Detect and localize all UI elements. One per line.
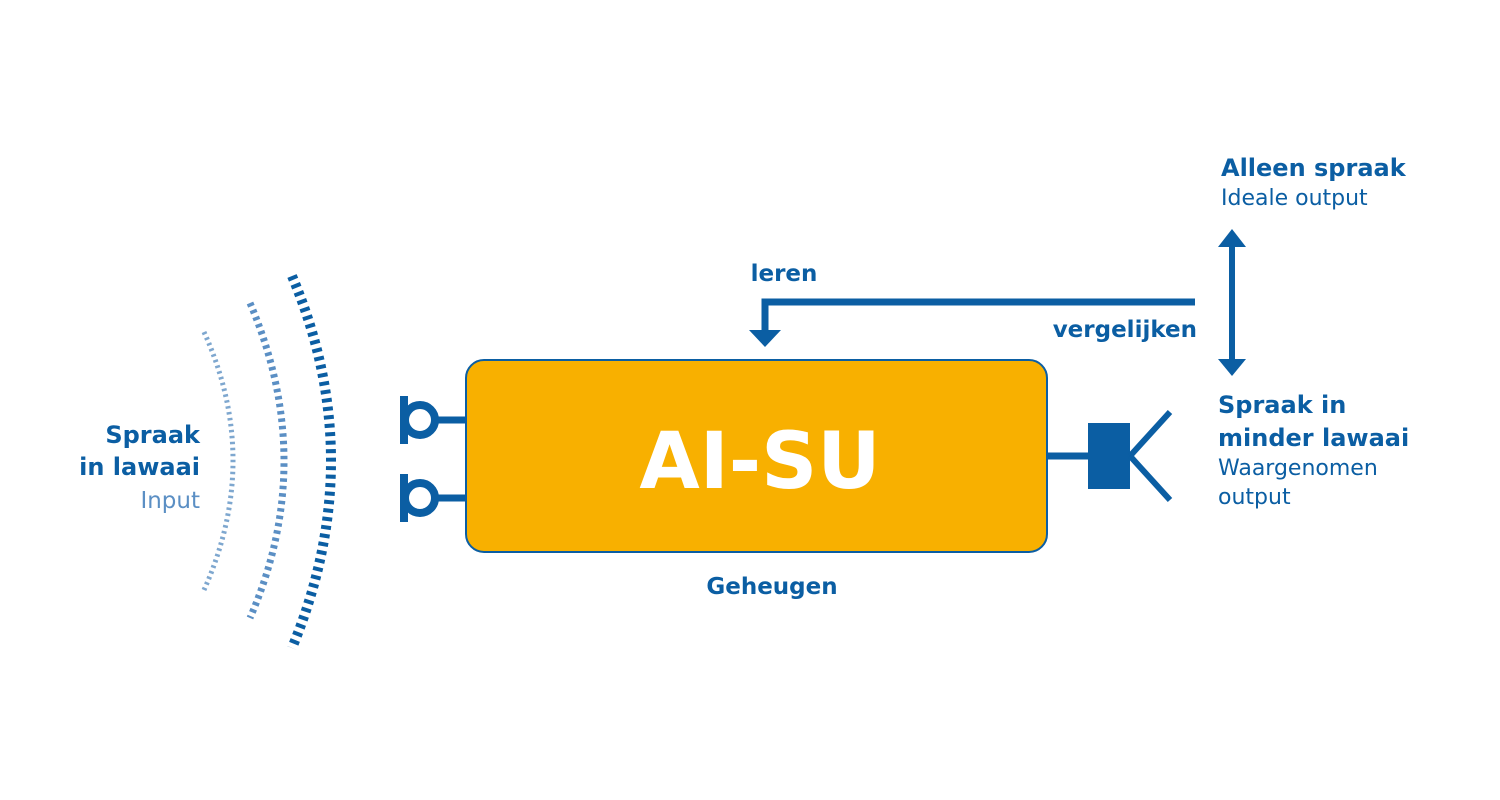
sound-wave-icon: [201, 274, 336, 650]
perceived-output-title-line1: Spraak in: [1218, 391, 1346, 419]
sound-wave-outer: [287, 274, 336, 650]
input-label-line2: in lawaai: [79, 453, 200, 481]
input-label-line1: Spraak: [105, 421, 201, 449]
sound-wave-inner: [201, 330, 236, 592]
feedback-arrow: [749, 298, 1195, 347]
input-sublabel: Input: [140, 488, 200, 514]
microphone-icon: [400, 474, 466, 522]
compare-double-arrow: [1218, 229, 1246, 376]
learn-label: leren: [751, 261, 818, 287]
sound-wave-middle: [246, 301, 288, 620]
perceived-output-sublabel-line1: Waargenomen: [1218, 456, 1378, 481]
speaker-icon: [1047, 409, 1173, 503]
compare-label: vergelijken: [1053, 317, 1197, 343]
memory-label: Geheugen: [706, 574, 837, 600]
processor-title: AI-SU: [639, 417, 880, 507]
perceived-output-title-line2: minder lawaai: [1218, 424, 1409, 452]
ideal-output-title: Alleen spraak: [1221, 154, 1407, 182]
microphone-icon: [400, 396, 466, 444]
ideal-output-sublabel: Ideale output: [1221, 186, 1368, 211]
perceived-output-sublabel-line2: output: [1218, 485, 1291, 510]
